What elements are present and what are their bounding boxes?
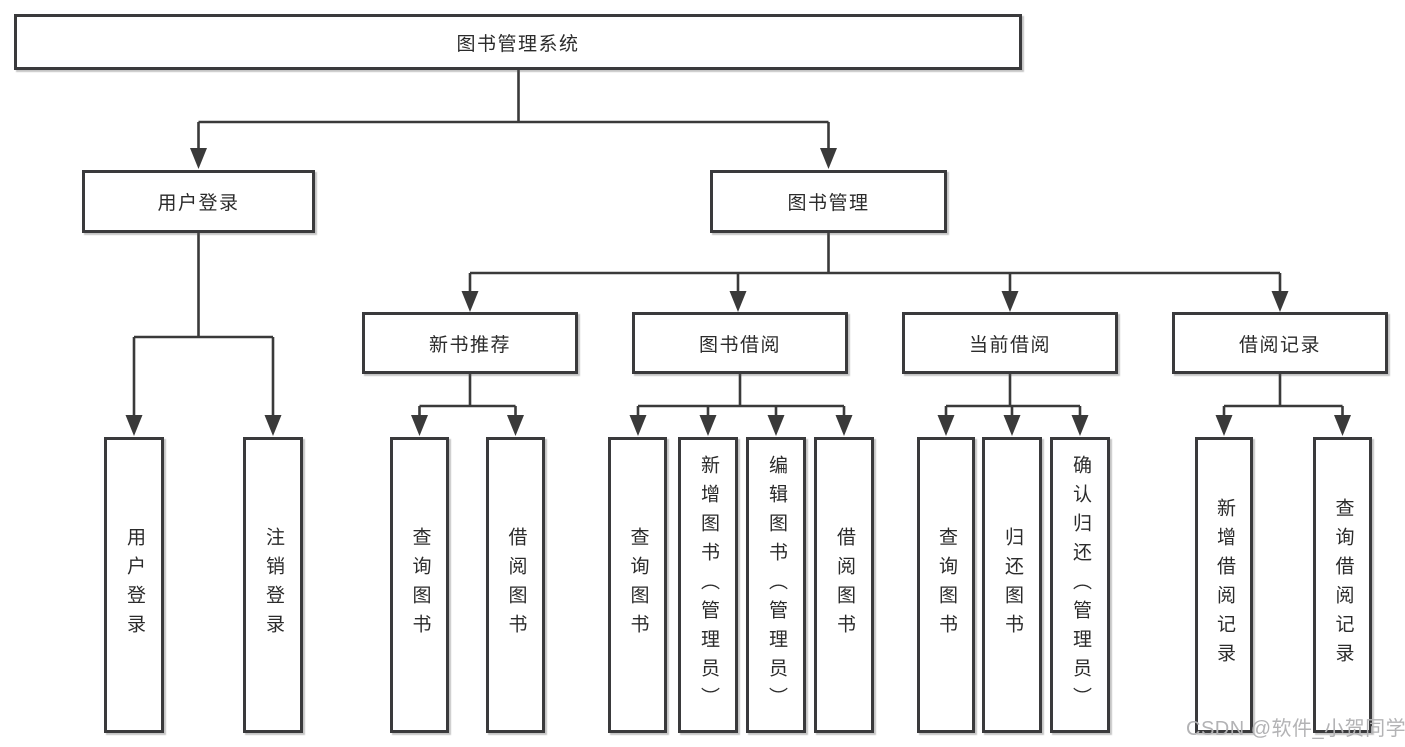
- node-book-borrowing: 图书借阅: [632, 312, 848, 374]
- node-label: 新增图书（管理员）: [697, 454, 719, 716]
- leaf-query-books-borrowing: 查询图书: [608, 437, 667, 733]
- leaf-add-borrow-record: 新增借阅记录: [1195, 437, 1253, 733]
- node-label: 图书管理系统: [456, 33, 580, 55]
- leaf-query-borrow-record: 查询借阅记录: [1313, 437, 1372, 733]
- node-current-borrowing: 当前借阅: [902, 312, 1118, 374]
- node-label: 用户登录: [123, 527, 145, 643]
- node-label: 查询图书: [409, 527, 431, 643]
- leaf-logout: 注销登录: [243, 437, 303, 733]
- node-label: 图书借阅: [698, 334, 781, 356]
- node-label: 查询图书: [935, 527, 957, 643]
- node-label: 借阅图书: [833, 527, 855, 643]
- node-label: 当前借阅: [968, 334, 1051, 356]
- node-label: 图书管理: [787, 193, 870, 214]
- node-label: 借阅图书: [505, 527, 527, 643]
- tree-connector-lines: [132, 70, 1344, 418]
- leaf-borrow-books-recommend: 借阅图书: [486, 437, 545, 733]
- node-book-management-module: 图书管理: [710, 170, 947, 233]
- node-label: 查询图书: [627, 527, 649, 643]
- csdn-watermark: CSDN @软件_小贺同学: [1186, 718, 1405, 740]
- leaf-query-books-recommend: 查询图书: [390, 437, 449, 733]
- node-new-book-recommend: 新书推荐: [362, 312, 578, 374]
- node-label: 编辑图书（管理员）: [765, 454, 787, 716]
- leaf-query-books-current: 查询图书: [917, 437, 975, 733]
- node-label: 查询借阅记录: [1332, 498, 1354, 672]
- node-label: 注销登录: [262, 527, 284, 643]
- node-borrowing-records: 借阅记录: [1172, 312, 1388, 374]
- node-label: 确认归还（管理员）: [1069, 454, 1091, 716]
- leaf-return-books: 归还图书: [982, 437, 1042, 733]
- leaf-add-books-admin: 新增图书（管理员）: [678, 437, 738, 733]
- leaf-edit-books-admin: 编辑图书（管理员）: [746, 437, 806, 733]
- node-label: 新书推荐: [428, 334, 511, 356]
- node-label: 归还图书: [1001, 527, 1023, 643]
- node-label: 借阅记录: [1238, 334, 1321, 356]
- node-user-login-module: 用户登录: [82, 170, 315, 233]
- leaf-confirm-return-admin: 确认归还（管理员）: [1050, 437, 1110, 733]
- node-root-system: 图书管理系统: [14, 14, 1022, 70]
- node-label: 新增借阅记录: [1213, 498, 1235, 672]
- arrowhead-icons: [125, 148, 1351, 436]
- leaf-borrow-books-borrowing: 借阅图书: [814, 437, 874, 733]
- node-label: 用户登录: [157, 193, 240, 214]
- leaf-user-login: 用户登录: [104, 437, 164, 733]
